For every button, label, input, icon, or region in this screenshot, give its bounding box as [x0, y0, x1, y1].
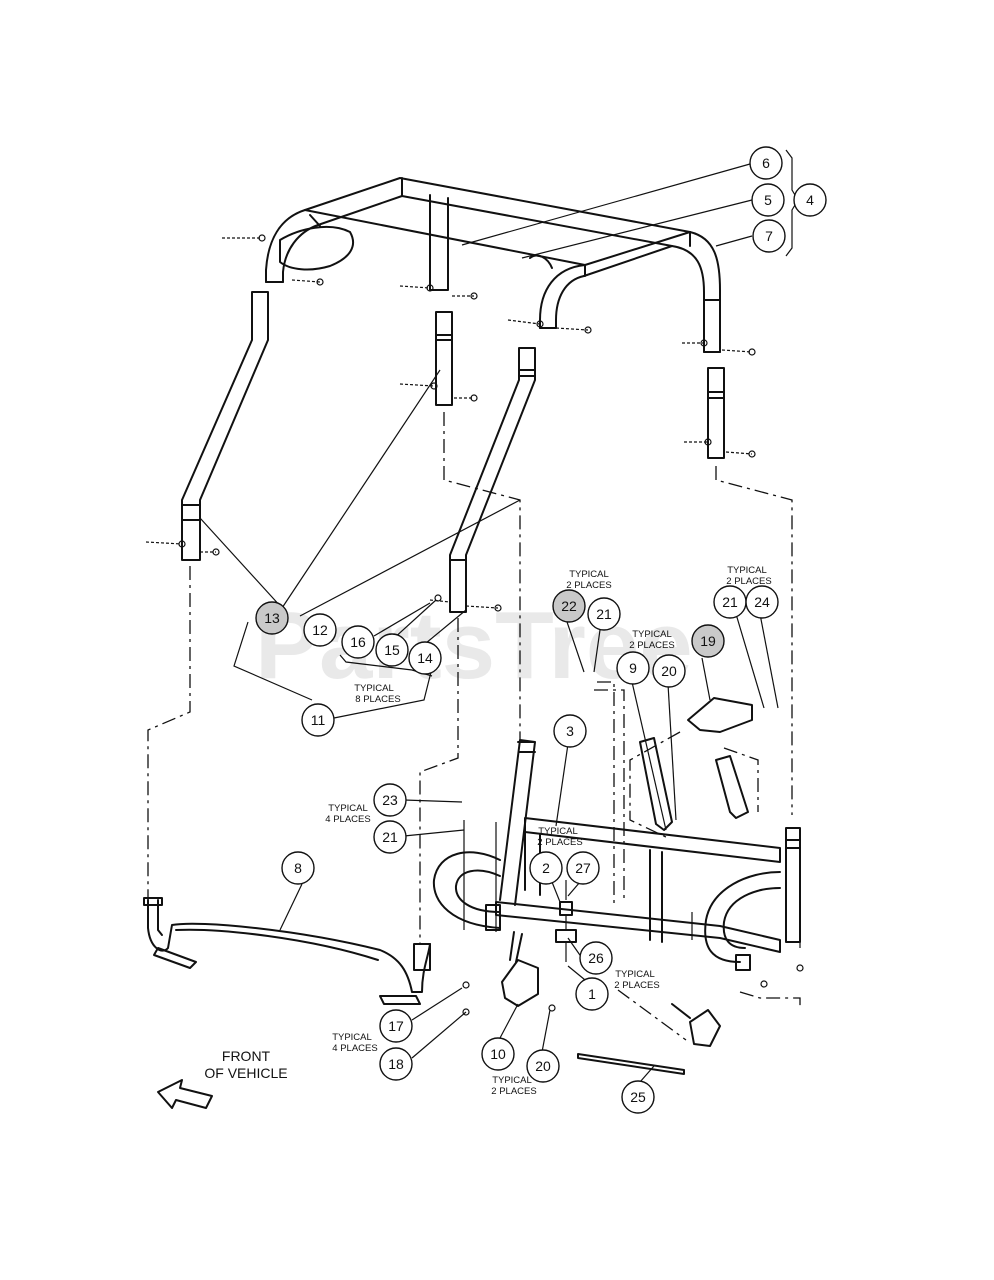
svg-text:4: 4 [806, 192, 814, 208]
note-10-20-line1: TYPICAL [492, 1075, 532, 1086]
callout-20-bottom: 20 [526, 1049, 560, 1083]
svg-text:17: 17 [388, 1018, 404, 1034]
callout-22: 22 [552, 589, 586, 623]
callout-27: 27 [566, 851, 600, 885]
callout-23: 23 [373, 783, 407, 817]
svg-text:16: 16 [350, 634, 366, 650]
callout-15: 15 [375, 633, 409, 667]
svg-text:9: 9 [629, 660, 637, 676]
note-22-21-line2: 2 PLACES [566, 580, 611, 591]
svg-text:6: 6 [762, 155, 770, 171]
callout-7: 7 [752, 219, 786, 253]
svg-text:11: 11 [311, 712, 326, 728]
svg-text:20: 20 [535, 1058, 551, 1074]
callout-11: 11 [301, 703, 335, 737]
svg-text:23: 23 [382, 792, 398, 808]
front-arrow-icon [157, 1079, 213, 1109]
note-11-line2: 8 PLACES [355, 694, 400, 705]
front-posts [181, 291, 725, 613]
note-22-21-line1: TYPICAL [569, 569, 609, 580]
svg-text:25: 25 [630, 1089, 646, 1105]
callout-21-right: 21 [713, 585, 747, 619]
svg-text:27: 27 [575, 860, 591, 876]
svg-text:13: 13 [264, 610, 280, 626]
callout-5: 5 [751, 183, 785, 217]
svg-text:18: 18 [388, 1056, 404, 1072]
callout-4: 4 [793, 183, 827, 217]
front-crossbar [143, 897, 431, 1005]
svg-text:10: 10 [490, 1046, 506, 1062]
seat-back-frame [432, 739, 801, 971]
note-9-line1: TYPICAL [632, 629, 672, 640]
callout-21-left: 21 [373, 820, 407, 854]
orientation-line1: FRONT [222, 1048, 271, 1064]
callout-20-top: 20 [652, 654, 686, 688]
bolt-hardware [145, 234, 756, 612]
svg-text:1: 1 [588, 986, 596, 1002]
note-9-line2: 2 PLACES [629, 640, 674, 651]
note-21-24-line1: TYPICAL [727, 565, 767, 576]
callout-16: 16 [341, 625, 375, 659]
seat-belt-parts [462, 697, 804, 1075]
svg-text:24: 24 [754, 594, 770, 610]
callout-3: 3 [553, 714, 587, 748]
note-23-21-line1: TYPICAL [328, 803, 368, 814]
svg-text:8: 8 [294, 860, 302, 876]
callout-24: 24 [745, 585, 779, 619]
callout-21-top: 21 [587, 597, 621, 631]
svg-text:2: 2 [542, 860, 550, 876]
note-1-line2: 2 PLACES [614, 980, 659, 991]
callout-19: 19 [691, 624, 725, 658]
callout-12: 12 [303, 613, 337, 647]
svg-text:26: 26 [588, 950, 604, 966]
callout-6: 6 [749, 146, 783, 180]
callouts: 6 5 4 7 13 12 16 15 14 11 22 21 9 20 19 … [255, 146, 827, 1114]
note-23-21-line2: 4 PLACES [325, 814, 370, 825]
note-2-27-line1: TYPICAL [538, 826, 578, 837]
roof-frame [265, 177, 721, 353]
svg-text:14: 14 [417, 650, 433, 666]
callout-26: 26 [579, 941, 613, 975]
callout-8: 8 [281, 851, 315, 885]
note-2-27-line2: 2 PLACES [537, 837, 582, 848]
svg-text:22: 22 [561, 598, 577, 614]
svg-text:12: 12 [312, 622, 328, 638]
orientation-indicator: FRONT OF VEHICLE [157, 1048, 288, 1109]
note-10-20-line2: 2 PLACES [491, 1086, 536, 1097]
svg-text:15: 15 [384, 642, 400, 658]
svg-text:20: 20 [661, 663, 677, 679]
callout-14: 14 [408, 641, 442, 675]
callout-2: 2 [529, 851, 563, 885]
svg-text:5: 5 [764, 192, 772, 208]
callout-18: 18 [379, 1047, 413, 1081]
note-21-24-line2: 2 PLACES [726, 576, 771, 587]
note-11-line1: TYPICAL [354, 683, 394, 694]
callout-1: 1 [575, 977, 609, 1011]
orientation-line2: OF VEHICLE [204, 1065, 287, 1081]
svg-text:19: 19 [700, 633, 716, 649]
svg-text:21: 21 [382, 829, 398, 845]
callout-13: 13 [255, 601, 289, 635]
callout-25: 25 [621, 1080, 655, 1114]
note-18-line2: 4 PLACES [332, 1043, 377, 1054]
note-1-line1: TYPICAL [615, 969, 655, 980]
svg-text:3: 3 [566, 723, 574, 739]
typical-notes: TYPICAL 2 PLACES TYPICAL 2 PLACES TYPICA… [325, 565, 771, 1097]
svg-text:21: 21 [722, 594, 738, 610]
note-18-line1: TYPICAL [332, 1032, 372, 1043]
callout-17: 17 [379, 1009, 413, 1043]
svg-text:21: 21 [596, 606, 612, 622]
callout-9: 9 [616, 651, 650, 685]
callout-10: 10 [481, 1037, 515, 1071]
assembly-lines [147, 412, 801, 1041]
svg-text:7: 7 [765, 228, 773, 244]
